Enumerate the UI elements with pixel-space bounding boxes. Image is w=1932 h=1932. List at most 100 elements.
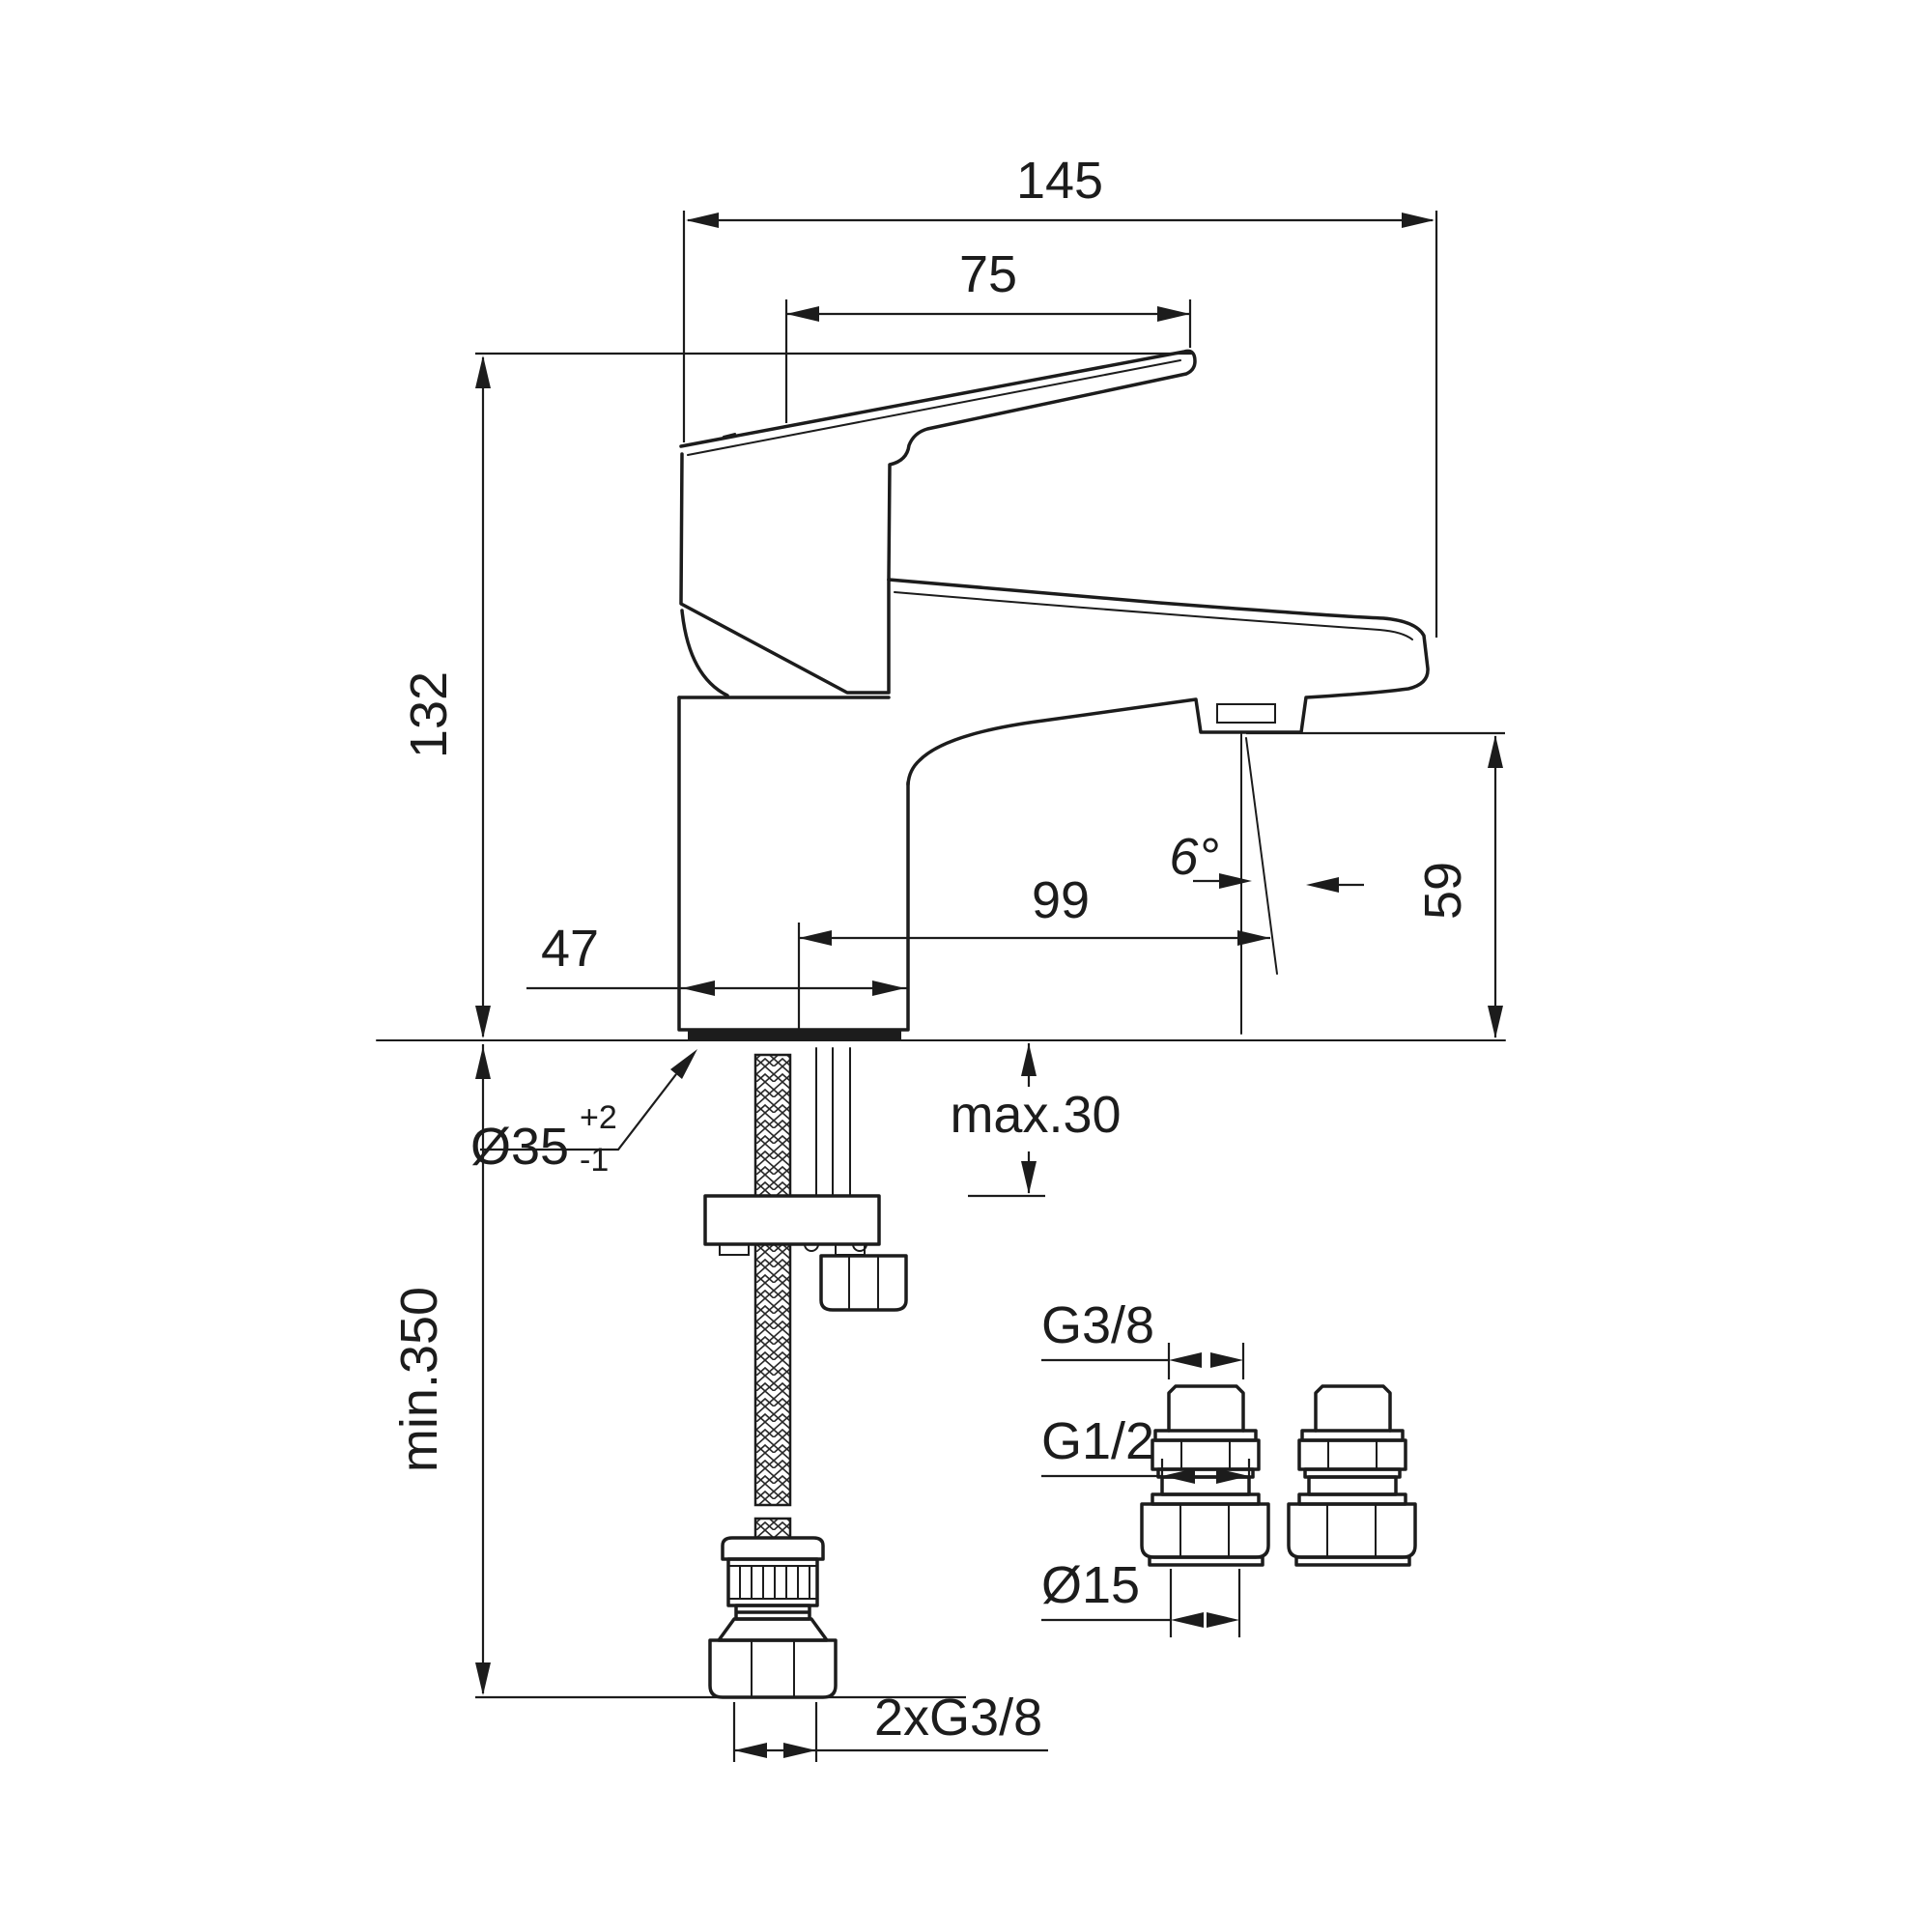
dim-hole-label: Ø35 (470, 1118, 569, 1176)
fitting-neck (734, 1604, 811, 1621)
arrowhead (734, 1743, 767, 1758)
adapter-fitting-right (1287, 1384, 1417, 1567)
arrowhead (786, 306, 819, 322)
hose-segment-lower (753, 1517, 792, 1540)
fitting-right-nut (1287, 1502, 1417, 1559)
base-gasket (688, 1030, 901, 1041)
arrowhead (1021, 1043, 1037, 1076)
hose-end-fitting (708, 1536, 838, 1699)
dim-d15-label: Ø15 (1041, 1556, 1140, 1614)
fitting-right-spacer (1307, 1475, 1398, 1496)
dim-spout-reach: 99 (797, 871, 1270, 1034)
arrowhead (799, 930, 832, 946)
aerator-inner (1216, 703, 1276, 724)
fitting-left-nut-facets (1179, 1503, 1230, 1558)
cover-skirt-arc (680, 609, 729, 697)
fitting-left-hex (1151, 1438, 1261, 1471)
dim-75-label: 75 (959, 245, 1017, 303)
fitting-right-nut-facets (1326, 1503, 1377, 1558)
fitting-left-hex-facets (1180, 1439, 1231, 1470)
dim-47-label: 47 (541, 920, 599, 978)
dim-angle-label: 6° (1169, 828, 1219, 886)
arrowhead (783, 1743, 816, 1758)
dim-g12-label: G1/2 (1041, 1412, 1154, 1470)
arrowhead (1169, 1352, 1202, 1368)
arrowhead (686, 213, 719, 228)
arrowhead (475, 1662, 491, 1695)
dim-outlet-height: 59 (1246, 731, 1505, 1038)
arrowhead (1306, 877, 1339, 893)
dim-hose-length: min.350 (390, 1044, 966, 1699)
dim-max30-label: max.30 (950, 1086, 1121, 1144)
spout-top-inner-line (894, 591, 1413, 640)
body-pedestal (677, 696, 910, 1032)
below-deck-assembly (703, 1047, 908, 1699)
supply-hose (753, 1053, 792, 1540)
arrowhead (1157, 306, 1190, 322)
shank-hex-nut (819, 1254, 908, 1312)
arrowhead (1171, 1612, 1204, 1628)
handle-lever-top-edge (687, 359, 1181, 456)
dim-hole-tol-plus: +2 (580, 1099, 617, 1136)
arrowhead (682, 980, 715, 996)
arrowhead (475, 1046, 491, 1079)
fitting-left-nut (1140, 1502, 1270, 1559)
flange-body (703, 1194, 881, 1246)
dim-132-label: 132 (400, 671, 458, 758)
hose-hex-nut (708, 1638, 838, 1699)
arrowhead (1488, 1006, 1503, 1038)
arrowhead (475, 1006, 491, 1038)
shank-nut-facets (848, 1255, 879, 1311)
mounting-flange (703, 1194, 908, 1312)
dim-hole-tol-minus: -1 (580, 1142, 609, 1179)
arrowhead (872, 980, 905, 996)
dim-fitting-g38: G3/8 (1041, 1296, 1245, 1379)
arrowhead (1021, 1161, 1037, 1194)
faucet-outline (376, 349, 1506, 1041)
arrowhead (475, 355, 491, 388)
handle-cover (679, 452, 891, 695)
dim-body-depth: 47 (526, 920, 908, 996)
arrowhead (1237, 930, 1270, 946)
dim-2xg38-label: 2xG3/8 (874, 1689, 1042, 1747)
arrowhead (1210, 1352, 1243, 1368)
fitting-cone (717, 1617, 829, 1642)
fitting-right-hex-facets (1327, 1439, 1378, 1470)
fitting-left-base (1148, 1555, 1264, 1567)
fitting-right-base (1294, 1555, 1411, 1567)
hose-nut-facets (751, 1639, 795, 1698)
fitting-right-thread (1314, 1384, 1392, 1433)
arrowhead (1207, 1612, 1239, 1628)
ferrule-knurl (727, 1565, 818, 1600)
arrowhead (1216, 1468, 1249, 1484)
dim-99-label: 99 (1032, 871, 1090, 929)
hose-segment-upper (753, 1053, 792, 1198)
dim-59-label: 59 (1414, 862, 1472, 920)
dim-min350-label: min.350 (390, 1287, 448, 1472)
fitting-left-spacer (1160, 1475, 1251, 1496)
arrowhead (1162, 1468, 1195, 1484)
dim-handle-length: 75 (784, 245, 1192, 423)
arrowhead (1402, 213, 1435, 228)
dim-g38-label: G3/8 (1041, 1296, 1154, 1354)
dim-deck-thickness: max.30 (950, 1043, 1122, 1198)
hose-collar (721, 1536, 825, 1561)
arrowhead (670, 1049, 697, 1079)
handle-lever-mark (723, 433, 736, 438)
spout (887, 578, 1430, 786)
dim-height-132: 132 (400, 352, 1194, 1038)
fitting-right-hex (1297, 1438, 1407, 1471)
dim-overall-width: 145 (682, 152, 1438, 638)
dim-fitting-g12: G1/2 (1041, 1412, 1251, 1495)
hose-segment-middle (753, 1242, 792, 1507)
dim-fitting-d15: Ø15 (1041, 1556, 1241, 1637)
arrowhead (1488, 735, 1503, 768)
fitting-left-thread (1167, 1384, 1245, 1433)
dim-145-label: 145 (1016, 152, 1103, 210)
handle-lever (679, 349, 1197, 582)
flange-claws (804, 1243, 867, 1252)
dim-outlet-angle: 6° (1169, 733, 1364, 1035)
adapter-fittings-detail (1140, 1384, 1417, 1567)
